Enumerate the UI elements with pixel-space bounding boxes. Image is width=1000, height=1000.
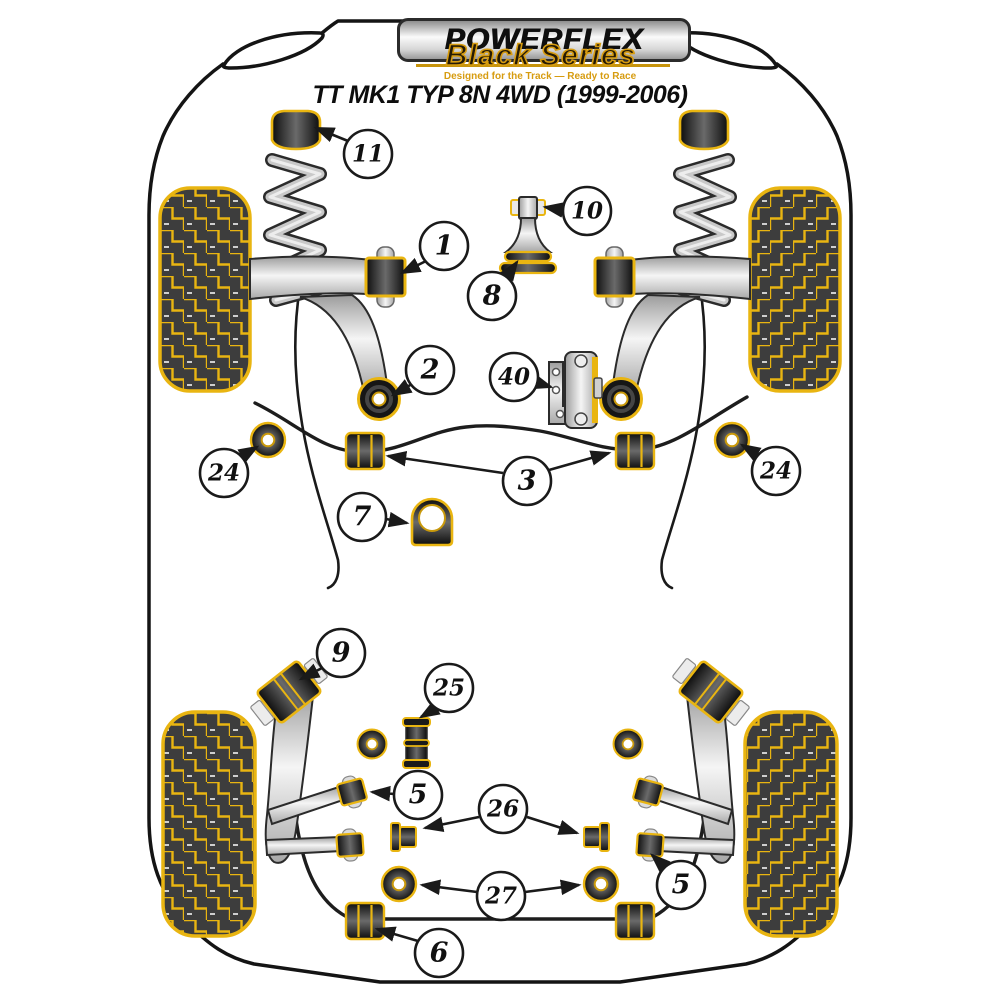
callout-circle-5 bbox=[655, 859, 707, 911]
callout-number-26: 26 bbox=[486, 796, 519, 823]
callout-circle-27 bbox=[475, 870, 527, 922]
callout-circle-7 bbox=[336, 491, 388, 543]
callout-number-11: 11 bbox=[352, 141, 384, 168]
callout-arrow-24 bbox=[739, 443, 762, 462]
mount-bracket-40 bbox=[548, 351, 603, 429]
callout-circle-5 bbox=[392, 769, 444, 821]
callout-number-8: 8 bbox=[482, 281, 502, 312]
rear-left-assembly bbox=[250, 658, 370, 864]
callout-arrow-2 bbox=[390, 379, 413, 397]
callout-arrow-8 bbox=[500, 259, 519, 282]
callout-number-24: 24 bbox=[207, 460, 240, 487]
barrel-bush-25 bbox=[402, 717, 431, 769]
right-mirror-shape bbox=[675, 31, 779, 70]
callout-circle-40 bbox=[488, 351, 540, 403]
rear-left-tire bbox=[161, 710, 257, 938]
logo-tagline: Designed for the Track — Ready to Race bbox=[443, 71, 637, 82]
callout-number-25: 25 bbox=[432, 675, 465, 702]
callout-arrow-5 bbox=[650, 853, 671, 874]
front-subframe-line bbox=[293, 285, 340, 590]
callout-circle-6 bbox=[413, 927, 465, 979]
callouts-layer: 11 10 18 2 40 24 3 24 7 9 25 5 26 27 5 6 bbox=[198, 126, 802, 979]
callout-arrow-11 bbox=[313, 126, 349, 143]
page-title: TT MK1 TYP 8N 4WD (1999-2006) bbox=[312, 81, 688, 109]
callout-circle-1 bbox=[418, 220, 470, 272]
callout-arrow-26 bbox=[422, 815, 480, 833]
callout-number-27: 27 bbox=[484, 883, 517, 910]
callout-circle-10 bbox=[561, 185, 613, 237]
callout-number-5: 5 bbox=[409, 780, 428, 811]
callout-arrow-9 bbox=[298, 663, 323, 681]
callout-number-6: 6 bbox=[430, 938, 449, 969]
callout-arrow-27 bbox=[419, 879, 478, 896]
callout-circle-25 bbox=[423, 662, 475, 714]
series-name: Black Series bbox=[445, 39, 637, 72]
callout-circle-3 bbox=[501, 455, 553, 507]
callout-arrow-5 bbox=[369, 785, 395, 802]
front-anti-roll-bar bbox=[253, 395, 749, 454]
callout-number-40: 40 bbox=[498, 364, 530, 391]
left-mirror-shape bbox=[221, 31, 325, 70]
callout-arrow-27 bbox=[524, 879, 582, 896]
callout-arrow-3 bbox=[548, 450, 612, 472]
callout-arrow-6 bbox=[374, 926, 419, 943]
tophat-bush bbox=[390, 822, 417, 852]
control-arm-front-bush bbox=[364, 246, 407, 308]
callout-arrow-7 bbox=[385, 511, 410, 528]
front-control-arm bbox=[249, 246, 407, 421]
series-strike-line bbox=[416, 64, 670, 67]
callout-arrow-24 bbox=[237, 445, 260, 463]
callout-circle-26 bbox=[477, 783, 529, 835]
callout-arrow-1 bbox=[399, 257, 427, 275]
callout-number-2: 2 bbox=[420, 355, 440, 386]
callout-circle-24 bbox=[198, 447, 250, 499]
d-shape-bush-7 bbox=[410, 497, 454, 547]
callout-arrow-10 bbox=[542, 202, 565, 218]
callout-circle-11 bbox=[342, 128, 394, 180]
callout-number-5: 5 bbox=[672, 870, 691, 901]
callout-arrow-25 bbox=[418, 700, 441, 719]
callout-number-24: 24 bbox=[759, 458, 792, 485]
callout-circle-8 bbox=[466, 270, 518, 322]
front-left-tire bbox=[158, 186, 252, 393]
control-arm-rear-bush bbox=[357, 377, 401, 421]
callout-number-10: 10 bbox=[571, 198, 603, 225]
brand-name: POWERFLEX bbox=[444, 23, 644, 56]
callout-circle-9 bbox=[315, 627, 367, 679]
callout-number-3: 3 bbox=[518, 466, 537, 497]
top-mount-bush bbox=[270, 109, 322, 151]
callout-arrow-3 bbox=[385, 450, 504, 475]
callout-arrow-40 bbox=[531, 374, 554, 390]
powerflex-logo: POWERFLEX bbox=[397, 18, 691, 62]
callout-number-9: 9 bbox=[332, 638, 351, 669]
callout-number-1: 1 bbox=[435, 231, 454, 262]
callout-number-7: 7 bbox=[353, 502, 372, 533]
callout-arrow-26 bbox=[526, 815, 580, 835]
callout-circle-24 bbox=[750, 445, 802, 497]
callout-circle-2 bbox=[404, 344, 456, 396]
